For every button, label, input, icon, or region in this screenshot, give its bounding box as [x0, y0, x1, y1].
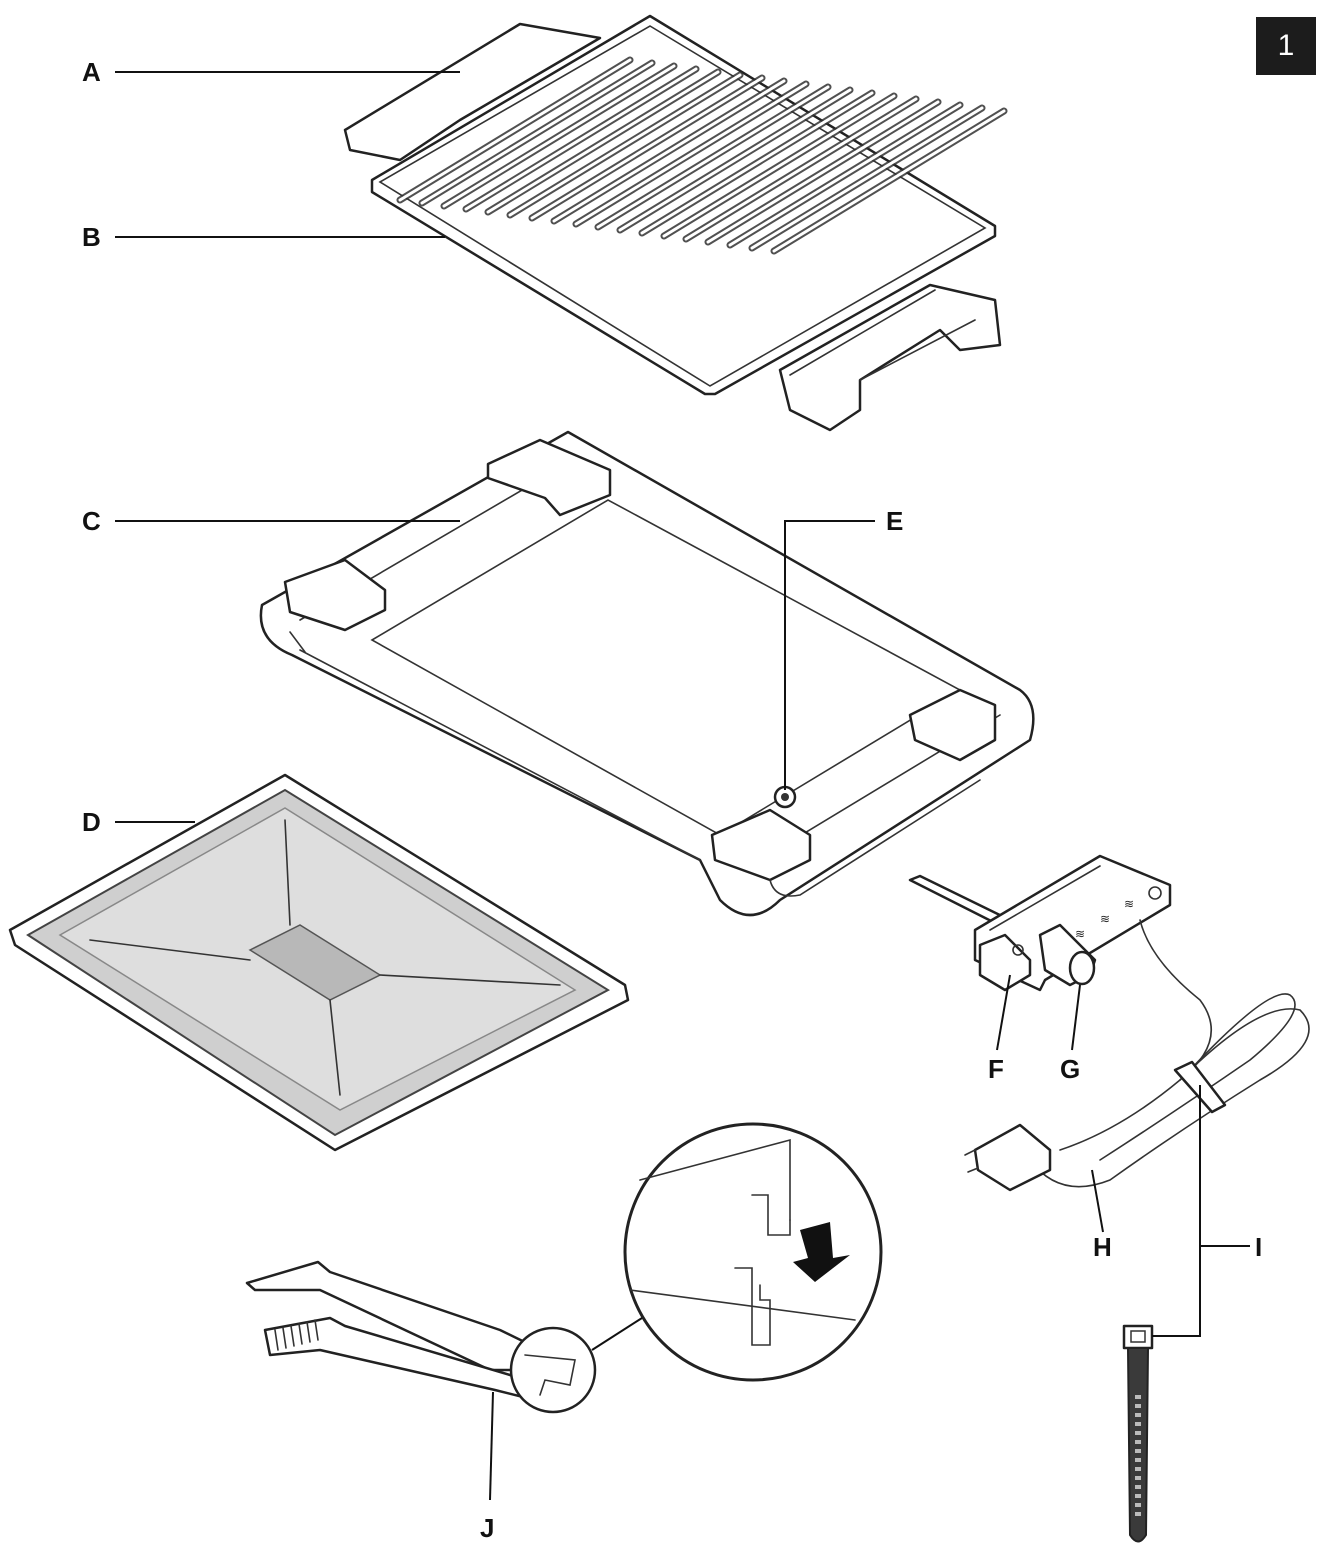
label-j: J	[480, 1513, 494, 1543]
grill-base-frame	[259, 430, 1035, 917]
svg-text:≋: ≋	[1124, 897, 1134, 911]
grill-rib-highlight	[772, 109, 1006, 253]
cable-tie-hole	[1135, 1422, 1141, 1426]
label-i: I	[1255, 1232, 1262, 1262]
label-d: D	[82, 807, 101, 837]
grill-rib-highlight	[398, 58, 632, 202]
label-f: F	[988, 1054, 1004, 1084]
cable-tie-hole	[1135, 1431, 1141, 1435]
grill-rib-highlight	[706, 100, 940, 244]
cable-tie-hole	[1135, 1395, 1141, 1399]
grill-plate	[343, 14, 1008, 432]
grill-rib-highlight	[684, 97, 918, 241]
label-b: B	[82, 222, 101, 252]
grill-rib-highlight	[486, 70, 720, 214]
label-a: A	[82, 57, 101, 87]
grill-rib-highlight	[618, 88, 852, 232]
label-h: H	[1093, 1232, 1112, 1262]
grill-rib-highlight	[442, 64, 676, 208]
cable-tie-hole	[1135, 1485, 1141, 1489]
thermostat-probe: ≋ ≋ ≋	[908, 854, 1172, 992]
label-g: G	[1060, 1054, 1080, 1084]
drip-tray	[8, 773, 630, 1152]
cable-tie-hole	[1135, 1440, 1141, 1444]
grill-rib-highlight	[420, 61, 654, 205]
cable-tie-hole	[1135, 1494, 1141, 1498]
cable-tie-hole	[1135, 1512, 1141, 1516]
label-c: C	[82, 506, 101, 536]
svg-text:≋: ≋	[1100, 912, 1110, 926]
grill-ribs	[396, 56, 1008, 255]
cable-tie-hole	[1135, 1476, 1141, 1480]
grill-rib-highlight	[662, 94, 896, 238]
grill-rib-highlight	[574, 82, 808, 226]
cable-tie	[1122, 1324, 1154, 1543]
leader-lines	[115, 71, 1250, 1501]
grill-rib-highlight	[508, 73, 742, 217]
tongs	[245, 1122, 883, 1414]
cable-tie-hole	[1135, 1404, 1141, 1408]
cable-tie-hole	[1135, 1467, 1141, 1471]
grill-rib-highlight	[464, 67, 698, 211]
svg-text:≋: ≋	[1075, 927, 1085, 941]
cable-tie-hole	[1135, 1413, 1141, 1417]
grill-rib-highlight	[750, 106, 984, 250]
cable-tie-hole	[1135, 1503, 1141, 1507]
figure-number-badge: 1	[1256, 17, 1316, 75]
grill-rib-highlight	[640, 91, 874, 235]
grill-rib-highlight	[552, 79, 786, 223]
cable-tie-hole	[1135, 1449, 1141, 1453]
grill-rib-highlight	[728, 103, 962, 247]
label-e: E	[886, 506, 903, 536]
cable-tie-hole	[1135, 1458, 1141, 1462]
grill-rib-highlight	[596, 85, 830, 229]
grill-rib-highlight	[530, 76, 764, 220]
